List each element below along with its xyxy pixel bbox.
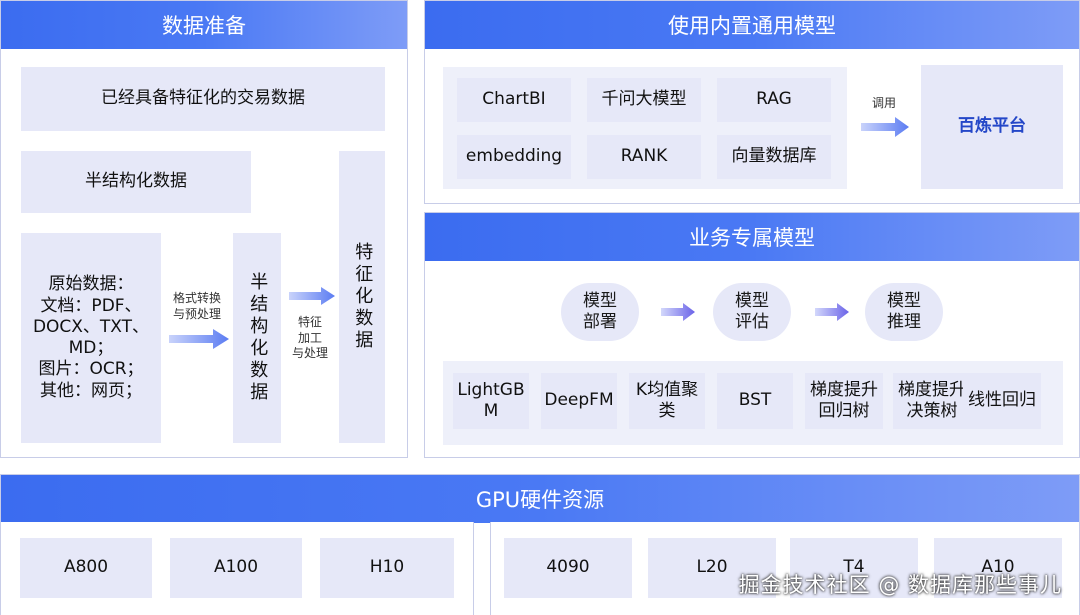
watermark-text: 掘金技术社区 @ 数据库那些事儿	[738, 573, 1062, 597]
feature-process-label-1: 特征	[297, 315, 322, 329]
format-convert-label-1: 格式转换	[172, 291, 221, 305]
feature-data-vertical-box: 特征化数据	[339, 151, 385, 443]
evaluate-to-infer-arrow-icon	[815, 303, 849, 321]
raw-data-box: 原始数据： 文档：PDF、 DOCX、TXT、 MD； 图片：OCR； 其他：网…	[21, 233, 161, 443]
feature-data-vertical-text: 特征化数据	[352, 242, 374, 352]
gpu-h10: H10	[320, 538, 454, 598]
raw-line-3: DOCX、TXT、	[32, 316, 150, 337]
model-kmeans-line2: 类	[658, 401, 676, 421]
model-rag: RAG	[717, 78, 831, 122]
semi-structured-box: 半结构化数据	[21, 151, 251, 213]
gpu-t4: T4	[790, 538, 918, 598]
step-evaluate-line2: 评估	[735, 312, 769, 332]
model-deepfm: DeepFM	[541, 373, 617, 429]
data-prep-title: 数据准备	[1, 1, 407, 49]
deploy-to-evaluate-arrow-icon	[661, 303, 695, 321]
model-linear-regression: 线性回归	[963, 373, 1041, 429]
gpu-title: GPU硬件资源	[1, 475, 1079, 523]
step-evaluate: 模型 评估	[713, 283, 791, 341]
model-bst-line1: BST	[738, 390, 772, 411]
model-lightgbm: LightGB M	[453, 373, 529, 429]
feature-process-arrow-icon	[289, 287, 335, 305]
raw-line-5: 图片：OCR；	[38, 359, 144, 380]
business-models-panel: 业务专属模型 模型 部署 模型 评估 模型 推理 LightGB M DeepF…	[424, 212, 1080, 458]
model-lightgbm-line1: LightGB	[457, 379, 525, 400]
model-lightgbm-line2: M	[483, 401, 499, 421]
gpu-a800: A800	[20, 538, 152, 598]
model-kmeans-line1: K均值聚	[635, 379, 699, 400]
step-deploy-line1: 模型	[583, 290, 617, 311]
gpu-l20: L20	[648, 538, 776, 598]
model-rank: RANK	[587, 135, 701, 179]
call-arrow-icon	[861, 117, 909, 137]
semi-structured-vertical-box: 半结构化数据	[233, 233, 281, 443]
step-deploy-line2: 部署	[583, 312, 617, 332]
feature-process-label-3: 与处理	[291, 346, 328, 361]
gpu-a10: A10	[934, 538, 1062, 598]
step-infer: 模型 推理	[865, 283, 943, 341]
model-gbrt-line1: 梯度提升	[810, 379, 878, 400]
raw-line-2: 文档：PDF、	[40, 295, 142, 316]
semi-structured-vertical-text: 半结构化数据	[247, 272, 269, 404]
model-embedding: embedding	[457, 135, 571, 179]
format-convert-arrow-icon	[169, 329, 229, 349]
model-gbrt: 梯度提升 回归树	[805, 373, 883, 429]
step-infer-line1: 模型	[887, 290, 921, 311]
model-vector-db: 向量数据库	[717, 135, 831, 179]
model-gbdt-line1: 梯度提升	[898, 379, 966, 400]
model-linear-regression-line1: 线性回归	[968, 390, 1036, 411]
raw-line-4: MD；	[68, 338, 114, 358]
call-label: 调用	[871, 96, 896, 110]
builtin-models-title: 使用内置通用模型	[425, 1, 1079, 49]
gpu-4090: 4090	[504, 538, 632, 598]
model-gbdt-line2: 决策树	[906, 401, 958, 421]
step-evaluate-line1: 模型	[735, 290, 769, 311]
model-bst: BST	[717, 373, 793, 429]
feature-process-label: 特征 加工 与处理	[285, 315, 335, 362]
model-gbrt-line2: 回归树	[818, 401, 870, 421]
step-deploy: 模型 部署	[561, 283, 639, 341]
feature-process-label-2: 加工	[297, 330, 322, 345]
model-gbdt: 梯度提升 决策树	[893, 373, 971, 429]
step-infer-line2: 推理	[887, 312, 921, 332]
data-prep-panel: 数据准备 已经具备特征化的交易数据 半结构化数据 原始数据： 文档：PDF、 D…	[0, 0, 408, 458]
business-models-title: 业务专属模型	[425, 213, 1079, 261]
model-kmeans: K均值聚 类	[629, 373, 705, 429]
raw-line-1: 原始数据：	[48, 274, 134, 295]
gpu-a100: A100	[170, 538, 302, 598]
format-convert-label: 格式转换 与预处理	[165, 291, 229, 322]
model-qwen: 千问大模型	[587, 78, 701, 122]
traded-data-box: 已经具备特征化的交易数据	[21, 67, 385, 131]
builtin-models-panel: 使用内置通用模型 ChartBI 千问大模型 RAG embedding RAN…	[424, 0, 1080, 204]
format-convert-label-2: 与预处理	[172, 306, 221, 321]
bailian-platform-box: 百炼平台	[921, 65, 1063, 189]
raw-line-6: 其他：网页；	[40, 380, 142, 401]
model-chartbi: ChartBI	[457, 78, 571, 122]
model-deepfm-line1: DeepFM	[544, 390, 614, 411]
